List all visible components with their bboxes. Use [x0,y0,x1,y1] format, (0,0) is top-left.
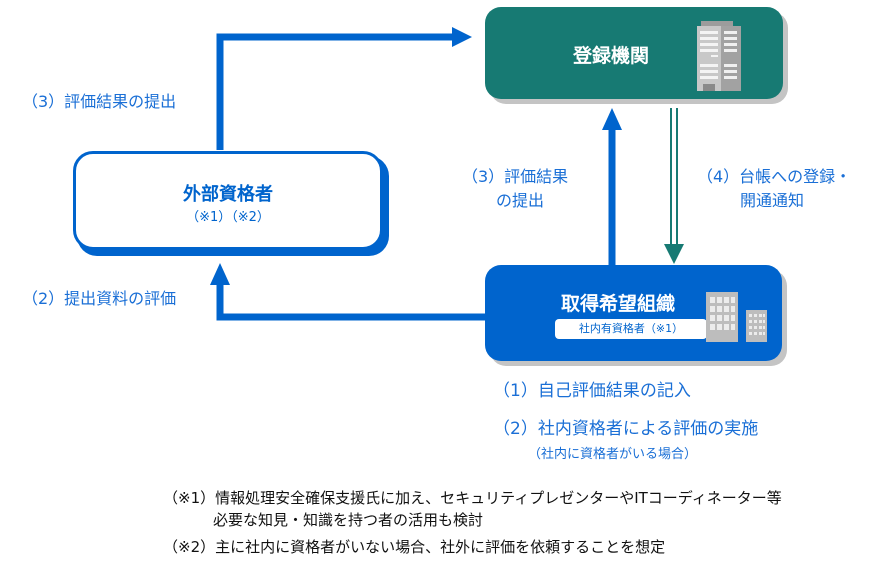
arrow-registration-to-org [664,108,684,264]
registration-body-title: 登録機関 [573,45,650,67]
external-qualifier-node[interactable]: 外部資格者 （※1）（※2） [73,151,383,250]
label-registration-to-org-line1: （4）台帳への登録・ [697,167,852,186]
external-qualifier-note: （※1）（※2） [186,210,270,225]
footnote-1-line2: 必要な知見・知識を持つ者の活用も検討 [213,511,484,529]
arrow-org-to-external [210,263,486,321]
office-building-icon [697,21,741,91]
applicant-org-node[interactable]: 取得希望組織 社内有資格者（※1） [485,265,782,361]
label-org-to-registration-line2: の提出 [496,191,545,210]
org-step-2: （2）社内資格者による評価の実施 [493,419,759,439]
org-step-1: （1）自己評価結果の記入 [493,381,691,401]
label-external-to-registration: （3）評価結果の提出 [22,92,177,111]
external-qualifier-title: 外部資格者 [183,184,273,205]
company-buildings-icon [706,292,767,342]
label-registration-to-org-line2: 開通通知 [740,191,805,210]
arrow-external-to-registration [216,27,472,150]
org-step-2-note: （社内に資格者がいる場合） [528,447,698,462]
in-house-qualifier-badge: 社内有資格者（※1） [555,319,707,339]
footnote-1-line1: （※1）情報処理安全確保支援氏に加え、セキュリティプレゼンターやITコーディネー… [163,489,782,507]
label-org-to-external: （2）提出資料の評価 [22,289,177,308]
footnote-2: （※2）主に社内に資格者がいない場合、社外に評価を依頼することを想定 [163,538,666,556]
applicant-org-title: 取得希望組織 [561,293,676,315]
registration-body-node[interactable]: 登録機関 [485,7,783,99]
label-org-to-registration-line1: （3）評価結果 [462,167,569,186]
arrow-org-to-registration [602,108,622,265]
